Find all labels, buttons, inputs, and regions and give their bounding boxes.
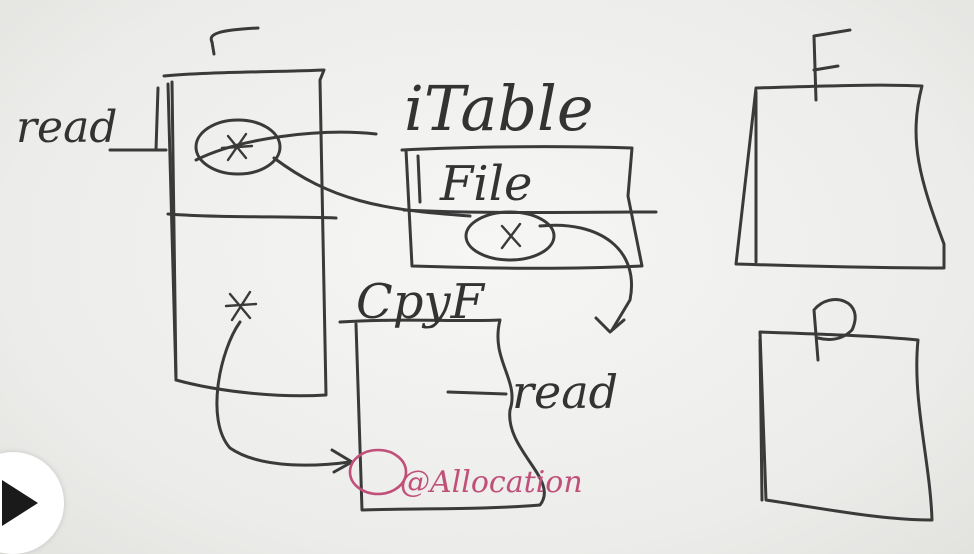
file-label: File [439, 156, 532, 212]
copy-f-label: CpyF [356, 274, 486, 330]
pink-allocation-note: @Allocation [348, 448, 583, 500]
play-icon [2, 480, 38, 526]
itable-label: iTable [404, 72, 594, 145]
left-star-arrow [215, 290, 354, 474]
left-pointer-circle [194, 118, 378, 176]
pink-note-label: @Allocation [400, 465, 583, 500]
copy-f-box [338, 318, 546, 512]
left-box [108, 26, 338, 398]
right-bottom-box [758, 298, 934, 522]
read-label-right: read [512, 365, 618, 419]
read-label-left: read [16, 102, 117, 153]
itable-box [272, 145, 658, 334]
right-top-box [734, 28, 946, 270]
